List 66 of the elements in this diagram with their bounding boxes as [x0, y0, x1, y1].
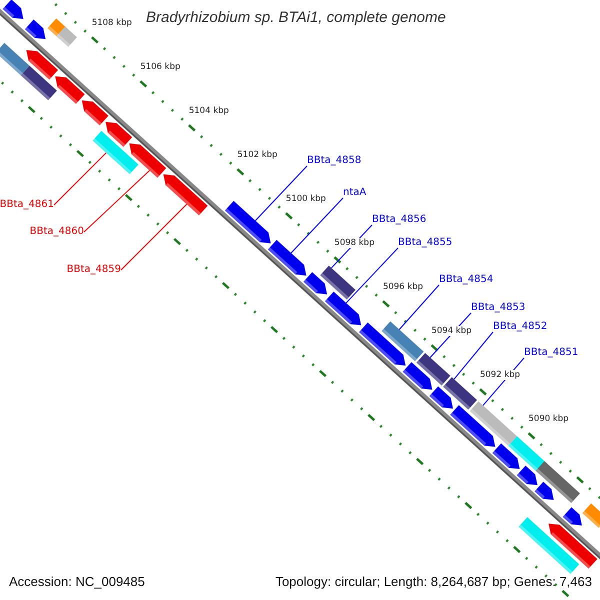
gene-feature [106, 122, 132, 147]
gene-feature [303, 272, 328, 294]
gene-feature [359, 322, 406, 366]
gene-block [56, 26, 77, 47]
gene-feature [324, 292, 362, 326]
leader-line [346, 248, 398, 304]
scale-tick-label: 5106 kbp [140, 62, 180, 72]
gene-block [0, 42, 30, 76]
gene-feature [163, 174, 208, 216]
gene-feature [268, 240, 306, 276]
gene-block [92, 130, 138, 174]
gene-block [416, 352, 450, 386]
scale-tick-label: 5100 kbp [286, 194, 326, 204]
scale-tick-label: 5108 kbp [92, 18, 132, 28]
diagram-title: Bradyrhizobium sp. BTAi1, complete genome [146, 9, 446, 26]
leader-line [290, 198, 344, 254]
footer-note: Topology: circular; Length: 8,264,687 bp; Genes: 7,463 [275, 574, 592, 589]
gene-block [582, 503, 600, 528]
gene-feature [534, 482, 554, 500]
gene-block [20, 66, 57, 100]
gene-feature [562, 507, 582, 526]
leader-line [398, 284, 440, 330]
gene-block [536, 461, 580, 503]
footer-note: Accession: NC_009485 [9, 574, 145, 589]
gene-feature [402, 362, 432, 390]
leader-line [84, 170, 150, 232]
scale-tick-label: 5102 kbp [237, 150, 278, 160]
gene-name-label: BBta_4854 [439, 274, 494, 286]
gene-name-label: BBta_4858 [307, 155, 362, 167]
leader-line [254, 166, 308, 222]
gene-feature [26, 50, 58, 80]
gene-name-label: BBta_4853 [471, 302, 526, 314]
gene-feature [516, 466, 538, 486]
gene-feature [55, 76, 85, 104]
leader-line [54, 152, 107, 206]
gene-block [382, 321, 424, 362]
gene-feature [129, 143, 166, 178]
gene-feature [2, 0, 24, 19]
gene-feature [492, 443, 520, 470]
gene-feature [24, 20, 46, 40]
gene-name-label: BBta_4861 [0, 199, 54, 211]
leader-line [120, 204, 188, 270]
gene-feature [224, 200, 271, 244]
scale-tick-label: 5092 kbp [480, 370, 520, 380]
gene-name-label: BBta_4856 [372, 214, 426, 226]
gene-feature [82, 100, 108, 126]
gene-name-label: BBta_4851 [524, 347, 578, 359]
gene-block [508, 436, 548, 474]
gene-block [470, 401, 518, 446]
gene-block [518, 517, 580, 574]
scale-tick-label: 5096 kbp [382, 282, 423, 292]
gene-feature [429, 386, 454, 409]
gene-feature [450, 405, 496, 447]
scale-tick-label: 5090 kbp [528, 414, 569, 424]
gene-name-label: BBta_4852 [493, 321, 548, 333]
gene-feature [548, 524, 598, 569]
scale-tick-label: 5104 kbp [188, 106, 229, 116]
gene-name-label: BBta_4860 [30, 226, 84, 238]
gene-name-label: BBta_4855 [398, 237, 452, 249]
scale-tick-label: 5094 kbp [431, 326, 472, 336]
gene-name-label: BBta_4859 [66, 264, 121, 276]
gene-name-label: ntaA [343, 187, 366, 199]
gene-block [320, 266, 356, 300]
scale-tick-label: 5098 kbp [334, 238, 374, 248]
leader-line [454, 332, 494, 380]
gene-block [443, 377, 478, 410]
